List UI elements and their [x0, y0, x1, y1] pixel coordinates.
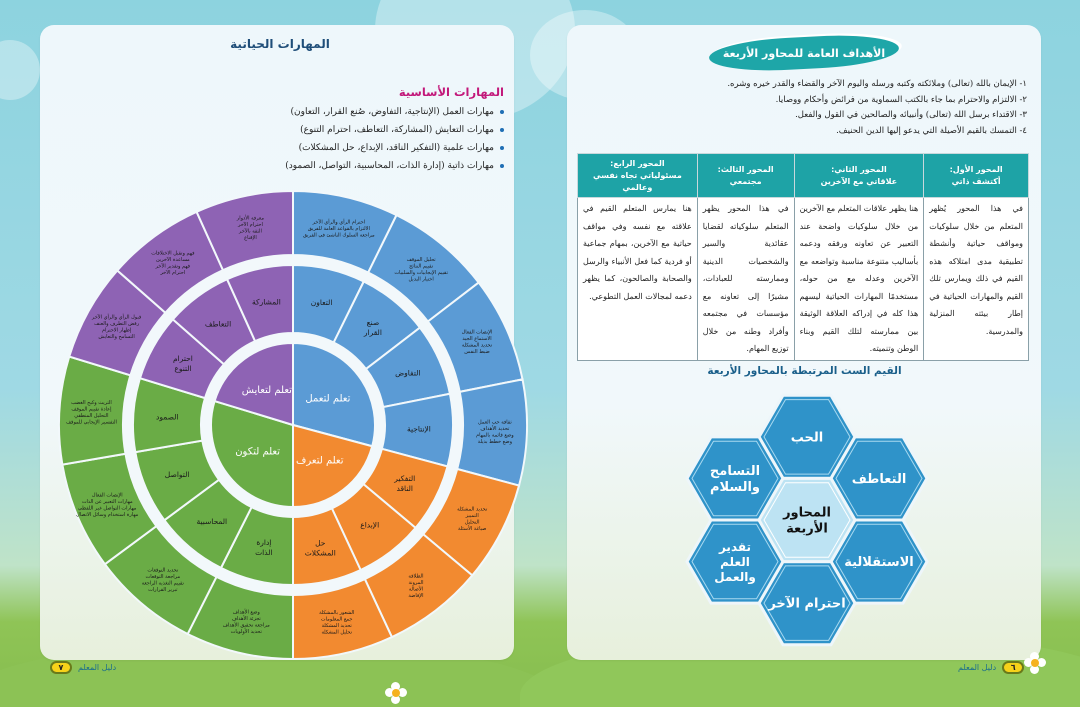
goals-list: ١- الإيمان بالله (تعالى) وملائكته وكتبه …	[587, 77, 1027, 139]
outer-segment	[195, 189, 294, 272]
middle-segment-label: التعاون	[311, 298, 333, 307]
value-hexagon-label: الحب	[791, 430, 823, 445]
left-page: المهارات الحياتية المهارات الأساسية مهار…	[40, 25, 528, 661]
table-header-axis-4: المحور الرابع:مسئولياتي تجاه نفسي وعالمي	[577, 153, 698, 198]
table-header-row: المحور الأول:أكتشف ذاتي المحور الثاني:عل…	[577, 153, 1029, 198]
middle-segment-label: التفاوض	[395, 369, 420, 378]
flower-decoration-icon	[1024, 652, 1046, 674]
axes-table: المحور الأول:أكتشف ذاتي المحور الثاني:عل…	[577, 153, 1029, 361]
center-hexagon	[757, 476, 857, 564]
table-header-axis-2: المحور الثاني:علاقاتي مع الآخرين	[793, 153, 925, 198]
basic-skills-section: المهارات الأساسية مهارات العمل (الإنتاجي…	[204, 85, 504, 175]
list-item: مهارات التعايش (المشاركة، التعاطف، احترا…	[204, 121, 504, 139]
list-item: مهارات ذاتية (إدارة الذات، المحاسبية، ال…	[204, 157, 504, 175]
goals-title-banner: الأهداف العامة للمحاور الأربعة	[708, 32, 900, 74]
middle-segment-label: الصمود	[156, 413, 178, 422]
middle-segment	[225, 263, 294, 343]
table-cell-axis-2: هنا يظهر علاقات المتعلم مع الآخرين من خل…	[793, 197, 925, 361]
page-number-badge: ٦	[1002, 661, 1025, 674]
value-hexagon-label: الاستقلالية	[844, 555, 914, 570]
middle-segment-label: التعاطف	[205, 319, 231, 328]
goal-item: ١- الإيمان بالله (تعالى) وملائكته وكتبه …	[727, 79, 1027, 89]
core-segment	[210, 399, 294, 509]
table-cell-axis-3: في هذا المحور يظهر المتعلم سلوكياته لقضا…	[696, 197, 795, 361]
basic-skills-heading: المهارات الأساسية	[398, 85, 504, 99]
core-segment-label: تعلم لتكون	[235, 447, 280, 458]
core-segment-label: تعلم لتعايش	[242, 385, 292, 396]
middle-segment-label: المشاركة	[252, 297, 281, 306]
page-number-badge: ٧	[50, 661, 72, 674]
page-title: المهارات الحياتية	[230, 37, 330, 51]
right-page: الأهداف العامة للمحاور الأربعة ١- الإيما…	[567, 25, 1041, 660]
core-segment-label: تعلم لتعمل	[305, 394, 350, 405]
core-segment-label: تعلم لتعرف	[296, 455, 344, 466]
goal-item: ٢- الالتزام والاحترام بما جاء بالكتب الس…	[775, 94, 1027, 105]
middle-segment-label: الإبداع	[360, 521, 379, 530]
core-segment	[292, 341, 376, 448]
core-segment	[292, 423, 374, 509]
table-header-axis-3: المحور الثالث:مجتمعي	[696, 153, 795, 198]
table-row: في هذا المحور يُظهر المتعلم من خلال سلوك…	[577, 197, 1029, 361]
background-cloud	[0, 40, 40, 100]
flower-decoration-icon	[385, 682, 407, 704]
middle-segment-label: الإنتاجية	[407, 425, 431, 434]
goal-item: ٣- الاقتداء برسل الله (تعالى) وأنبيائه و…	[795, 110, 1027, 120]
values-title: القيم الست المرتبطة بالمحاور الأربعة	[707, 365, 902, 377]
right-page-footer: دليل المعلم ٦	[958, 661, 1025, 674]
middle-segment-label: المحاسبية	[196, 517, 227, 526]
middle-segment-label: التواصل	[165, 470, 190, 479]
footer-label: دليل المعلم	[78, 663, 117, 672]
list-item: مهارات العمل (الإنتاجية، التفاوض، صُنع ا…	[204, 103, 504, 121]
basic-skills-list: مهارات العمل (الإنتاجية، التفاوض، صُنع ا…	[204, 103, 504, 175]
value-hexagon-label: احترام الآخر	[767, 596, 845, 612]
core-segment	[213, 341, 294, 427]
table-header-axis-1: المحور الأول:أكتشف ذاتي	[923, 153, 1029, 198]
value-hexagon-label: التعاطف	[852, 472, 907, 487]
table-cell-axis-1: في هذا المحور يُظهر المتعلم من خلال سلوك…	[923, 197, 1029, 361]
table-cell-axis-4: هنا يمارس المتعلم القيم في علاقته مع نفس…	[577, 197, 698, 361]
left-page-footer: ٧ دليل المعلم	[50, 661, 116, 674]
page-title: الأهداف العامة للمحاور الأربعة	[722, 46, 886, 60]
goal-item: ٤- التمسك بالقيم الأصيلة التي يدعو إليها…	[836, 125, 1027, 136]
list-item: مهارات علمية (التفكير الناقد، الإبداع، ح…	[204, 139, 504, 157]
footer-label: دليل المعلم	[958, 663, 997, 672]
